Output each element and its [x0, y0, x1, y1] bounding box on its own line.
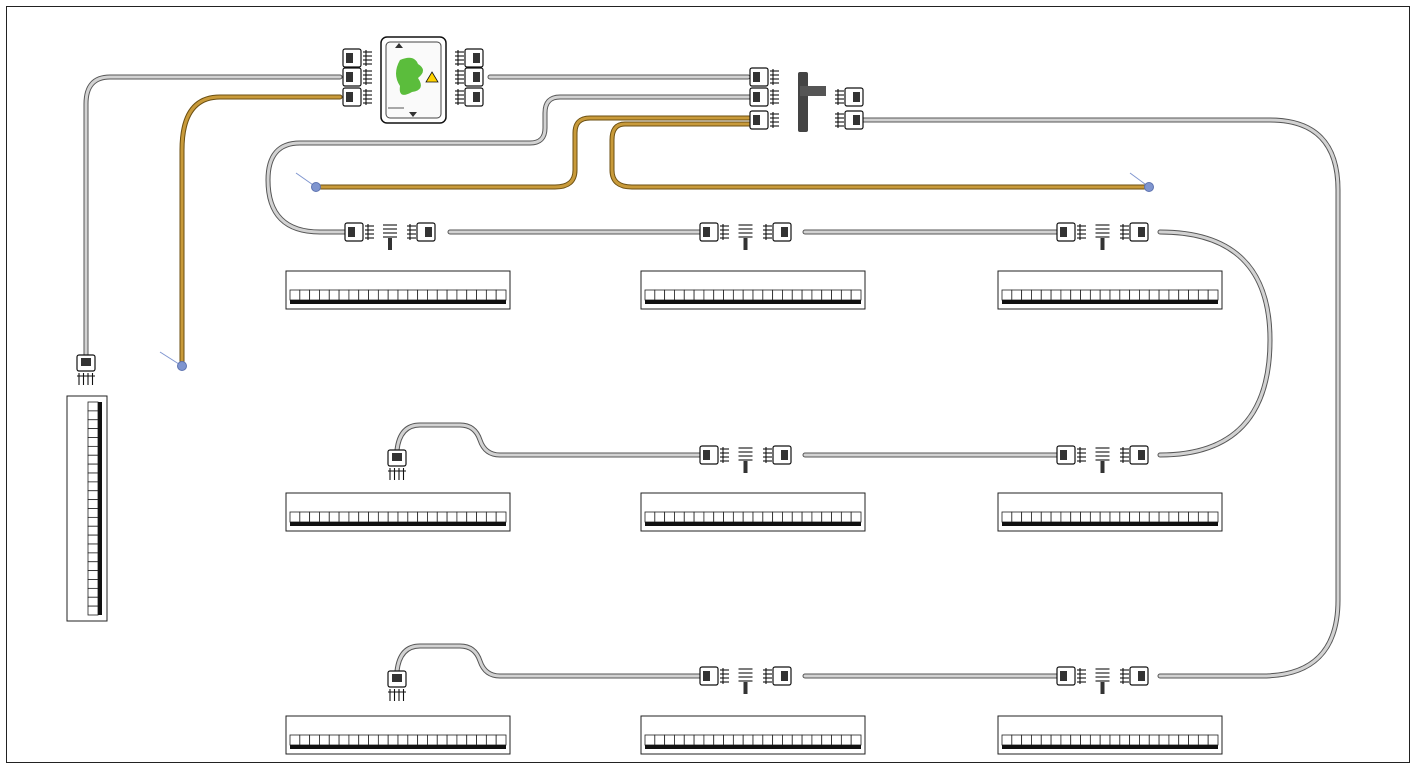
tee-connector-icon[interactable] — [738, 224, 753, 250]
connector-icon[interactable] — [763, 666, 792, 686]
connector-icon[interactable] — [699, 222, 729, 242]
tee-connector-icon[interactable] — [383, 224, 397, 250]
connector-icon[interactable] — [1056, 445, 1086, 465]
connector-icon[interactable] — [1120, 445, 1149, 465]
connectors — [76, 48, 1149, 701]
diagram-frame — [6, 6, 1410, 763]
splitter-to-row1-cable — [265, 94, 755, 235]
led-panel[interactable] — [997, 715, 1223, 755]
connector-icon[interactable] — [763, 222, 792, 242]
plug-connector-icon[interactable] — [387, 449, 407, 480]
connector-icon[interactable] — [699, 666, 729, 686]
led-panel[interactable] — [285, 715, 511, 755]
connector-icon[interactable] — [455, 48, 484, 68]
controller-to-left-panel-cable — [83, 74, 343, 358]
connector-icon[interactable] — [749, 67, 779, 87]
row1-to-row2-cable — [1157, 229, 1273, 458]
connector-icon[interactable] — [1120, 222, 1149, 242]
connector-icon[interactable] — [835, 87, 864, 107]
connector-icon[interactable] — [342, 87, 372, 107]
gold-left-cable — [179, 94, 343, 368]
led-panels — [66, 270, 1223, 755]
connector-icon[interactable] — [749, 87, 779, 107]
endpoints — [159, 172, 1154, 371]
led-panel[interactable] — [640, 270, 866, 310]
tee-connector-icon[interactable] — [1095, 668, 1110, 694]
tee-connector-icon[interactable] — [1095, 224, 1110, 250]
led-panel[interactable] — [640, 715, 866, 755]
plug-connector-icon[interactable] — [76, 354, 96, 385]
connector-icon[interactable] — [1056, 222, 1086, 242]
endpoint-marker[interactable] — [1129, 172, 1154, 192]
tee-connector-icon[interactable] — [738, 447, 753, 473]
connector-icon[interactable] — [407, 222, 436, 242]
splitter-to-row3-cable — [859, 117, 1341, 679]
led-panel[interactable] — [285, 492, 511, 532]
endpoint-marker[interactable] — [159, 351, 187, 371]
led-panel[interactable] — [66, 395, 108, 622]
connector-icon[interactable] — [763, 445, 792, 465]
led-panel[interactable] — [285, 270, 511, 310]
connector-icon[interactable] — [749, 110, 779, 130]
gold-right-cable — [609, 121, 1151, 190]
led-panel[interactable] — [640, 492, 866, 532]
connector-icon[interactable] — [1120, 666, 1149, 686]
connector-icon[interactable] — [699, 445, 729, 465]
led-panel[interactable] — [997, 270, 1223, 310]
tee-connector-icon[interactable] — [738, 668, 753, 694]
tee-connector-icon[interactable] — [1095, 447, 1110, 473]
plug-connector-icon[interactable] — [387, 670, 407, 701]
row2-link-b-cable — [394, 422, 703, 458]
controller-box-icon[interactable] — [380, 36, 447, 124]
endpoint-marker[interactable] — [295, 172, 321, 192]
gold-mid-cable — [313, 115, 755, 190]
connector-icon[interactable] — [455, 67, 484, 87]
connector-icon[interactable] — [342, 67, 372, 87]
connector-icon[interactable] — [455, 87, 484, 107]
led-panel[interactable] — [997, 492, 1223, 532]
row3-link-b-cable — [394, 643, 703, 679]
connector-icon[interactable] — [1056, 666, 1086, 686]
cables — [83, 74, 1341, 679]
connector-icon[interactable] — [342, 48, 372, 68]
splitter-icon[interactable] — [798, 72, 826, 132]
connector-icon[interactable] — [344, 222, 374, 242]
connector-icon[interactable] — [835, 110, 864, 130]
